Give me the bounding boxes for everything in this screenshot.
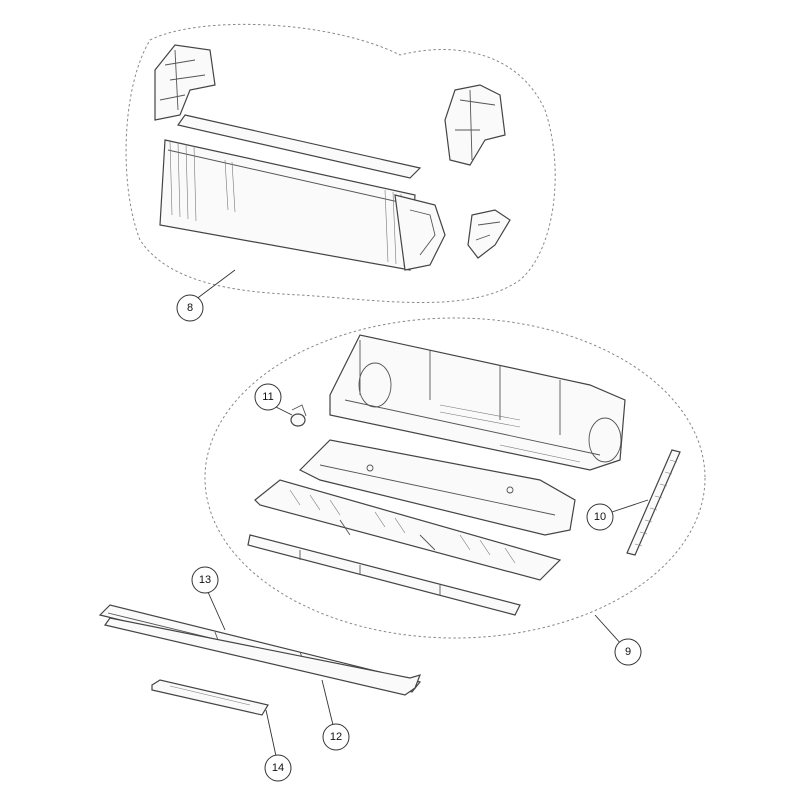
heat-exchanger-coil: [159, 139, 446, 271]
louver-assembly: [254, 479, 562, 581]
bushing-part-11: [290, 404, 307, 427]
callout-8-label: 8: [187, 302, 193, 314]
chassis-housing: [329, 334, 626, 471]
callout-14-label: 14: [272, 762, 284, 774]
front-panel-bar-12: [103, 617, 421, 696]
callout-11: 11: [254, 383, 282, 411]
leader-10: [611, 499, 649, 513]
callout-10-label: 10: [594, 511, 606, 523]
drain-pan: [298, 439, 576, 536]
callout-14: 14: [264, 754, 292, 782]
callout-13-label: 13: [199, 574, 211, 586]
callout-9-label: 9: [625, 646, 631, 658]
callout-8: 8: [176, 294, 204, 322]
group-9-boundary: [204, 317, 706, 639]
callout-11-label: 11: [262, 391, 273, 403]
top-filter-strip: [176, 114, 422, 179]
leader-8: [194, 269, 236, 301]
leader-14: [265, 709, 277, 757]
callout-10: 10: [586, 503, 614, 531]
callout-9: 9: [614, 638, 642, 666]
group-8-boundary: [125, 23, 556, 303]
callout-13: 13: [191, 566, 219, 594]
callout-12-label: 12: [330, 731, 342, 743]
lower-vane-rail: [247, 534, 521, 616]
right-upper-bracket: [444, 84, 506, 166]
callout-12: 12: [322, 723, 350, 751]
drain-hose-part-10: [626, 449, 681, 556]
right-pipe-bracket: [467, 209, 511, 259]
trim-part-14: [151, 679, 269, 716]
leader-12: [321, 679, 334, 726]
left-side-bracket: [154, 44, 216, 121]
leader-9: [594, 614, 623, 646]
leader-13: [207, 591, 226, 631]
